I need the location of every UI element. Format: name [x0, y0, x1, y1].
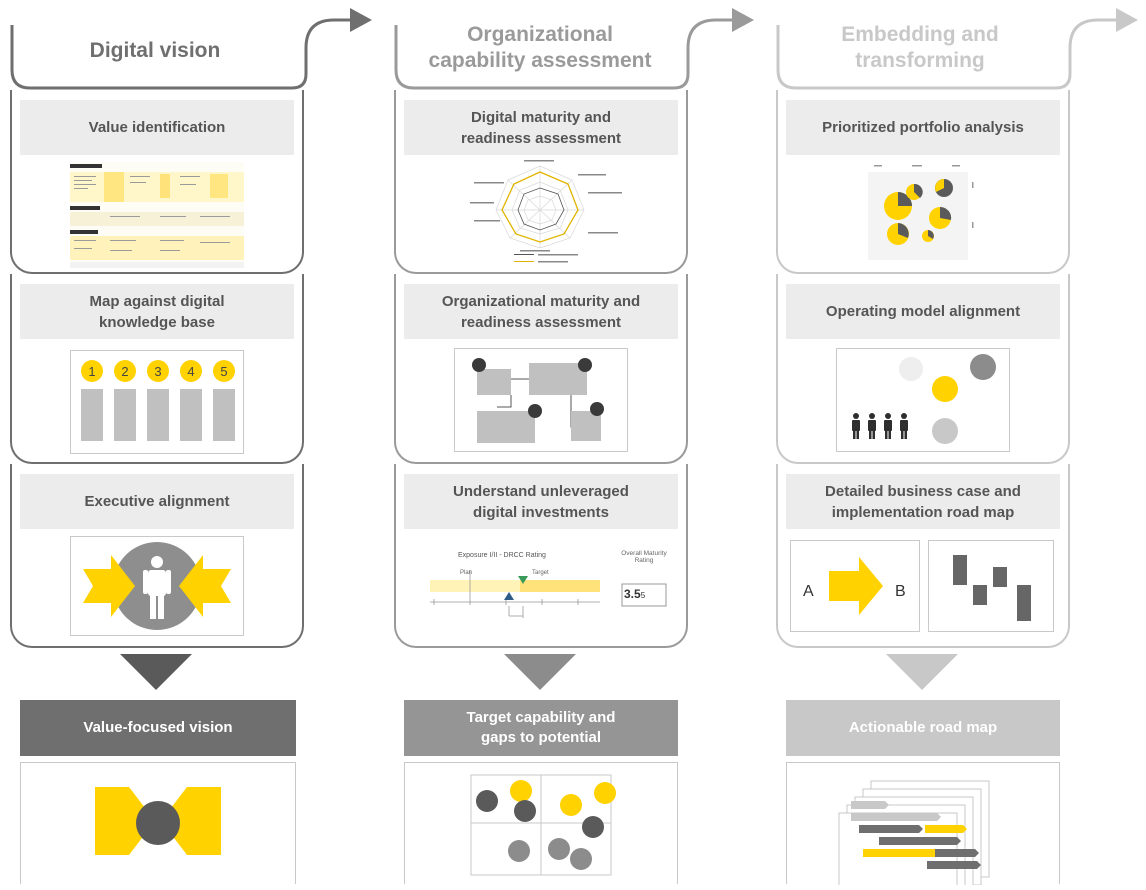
step-label-portfolio-analysis: Prioritized portfolio analysis — [786, 100, 1060, 155]
flow-arrows — [10, 8, 1138, 90]
flow-arrow-2-icon — [732, 8, 754, 32]
column-title-line-1: Organizational — [467, 23, 613, 46]
overall-maturity-title: Overall Maturity Rating — [614, 550, 674, 564]
knowledge-pillars: 1 2 3 4 5 — [81, 360, 235, 441]
radar-chart — [470, 160, 622, 263]
spreadsheet-thumbnail — [70, 162, 244, 268]
a-to-b-panel: A B — [790, 540, 920, 632]
value-identification-thumbnail — [70, 162, 244, 268]
step-label-organizational-maturity: Organizational maturity and readiness as… — [404, 284, 678, 339]
column-title-line-1: Embedding and — [841, 23, 999, 46]
output-line-1: Target capability and — [466, 709, 616, 726]
operating-model-graphic — [852, 354, 996, 444]
step-label-digital-maturity: Digital maturity and readiness assessmen… — [404, 100, 678, 155]
column-title-line-2: capability assessment — [428, 49, 652, 72]
title-bracket-3 — [776, 18, 1118, 90]
roadmap-to-label: B — [895, 583, 906, 600]
operating-model-panel — [836, 348, 1010, 452]
step-label-line-1: Understand unleveraged — [453, 482, 629, 500]
org-structure-panel — [454, 348, 628, 452]
output-actionable-road-map: Actionable road map — [786, 700, 1060, 756]
number-4: 4 — [187, 364, 194, 379]
title-bracket-2 — [394, 18, 734, 90]
executive-person-graphic — [83, 542, 231, 630]
person-icon — [143, 556, 171, 619]
current-marker-icon — [504, 592, 514, 600]
roadmap-from-label: A — [803, 583, 814, 600]
step-label-line-2: readiness assessment — [460, 129, 622, 147]
step-label-line-2: implementation road map — [831, 503, 1015, 521]
step-label-executive-alignment: Executive alignment — [20, 474, 294, 529]
gantt-panel — [928, 540, 1054, 632]
column-title-line-2: transforming — [855, 49, 985, 72]
number-5: 5 — [220, 364, 227, 379]
executive-alignment-panel — [70, 536, 244, 636]
flow-arrow-3-icon — [1116, 8, 1138, 32]
step-label-line-1: Detailed business case and — [825, 482, 1021, 500]
bowtie-graphic — [95, 787, 221, 855]
step-label-line-1: Map against digital — [89, 292, 225, 310]
overall-suffix: 5 — [640, 591, 646, 600]
column-title-capability-assessment: Organizational capability assessment — [400, 22, 680, 74]
rating-marker-right: Target — [532, 570, 549, 576]
target-marker-icon — [518, 576, 528, 584]
rating-graphic — [430, 570, 667, 618]
people-icon — [852, 413, 908, 439]
down-arrow-2-icon — [504, 654, 576, 690]
down-arrow-1-icon — [120, 654, 192, 690]
quadrant-graphic — [470, 774, 616, 876]
output-target-capability: Target capability and gaps to potential — [404, 700, 678, 756]
column-title-embedding: Embedding and transforming — [780, 22, 1060, 74]
output-line-2: gaps to potential — [481, 729, 601, 746]
output-panel-capability — [404, 762, 678, 884]
step-label-value-identification: Value identification — [20, 100, 294, 155]
arrow-right-icon — [83, 555, 135, 617]
step-label-line-2: knowledge base — [99, 313, 215, 331]
output-panel-vision — [20, 762, 296, 884]
rating-panel: Exposure I/II - DRCC Rating Plan Target … — [410, 540, 680, 630]
rating-title: Exposure I/II - DRCC Rating — [458, 552, 546, 559]
overall-title-line-1: Overall Maturity — [621, 550, 667, 557]
portfolio-chart-thumbnail — [868, 162, 978, 262]
overall-maturity-value: 3.55 — [624, 587, 645, 601]
bubble-chart — [868, 165, 974, 260]
overall-value: 3.5 — [624, 587, 641, 601]
step-label-business-case: Detailed business case and implementatio… — [786, 474, 1060, 529]
radar-chart-thumbnail — [460, 158, 640, 268]
step-label-operating-model: Operating model alignment — [786, 284, 1060, 339]
down-arrow-3-icon — [886, 654, 958, 690]
column-title-digital-vision: Digital vision — [89, 39, 221, 62]
overall-title-line-2: Rating — [634, 557, 654, 564]
gantt-bars-graphic — [953, 555, 1031, 621]
number-2: 2 — [121, 364, 128, 379]
knowledge-base-panel: 1 2 3 4 5 — [70, 350, 244, 454]
step-label-line-1: Digital maturity and — [470, 108, 611, 126]
number-1: 1 — [88, 364, 95, 379]
step-label-line-1: Organizational maturity and — [441, 292, 641, 310]
a-to-b-arrow-icon — [829, 557, 883, 615]
output-value-focused-vision: Value-focused vision — [20, 700, 296, 756]
step-label-line-2: readiness assessment — [460, 313, 622, 331]
arrow-left-icon — [179, 555, 231, 617]
step-label-unleveraged-investments: Understand unleveraged digital investmen… — [404, 474, 678, 529]
pillar-group — [81, 360, 235, 441]
step-label-knowledge-base: Map against digital knowledge base — [20, 284, 294, 339]
roadmap-bars — [851, 801, 981, 869]
roadmap-stack-graphic — [838, 780, 990, 890]
number-3: 3 — [154, 364, 161, 379]
output-panel-roadmap — [786, 762, 1060, 890]
flow-arrow-1-icon — [350, 8, 372, 32]
step-label-line-2: digital investments — [473, 503, 609, 521]
rating-marker-left: Plan — [460, 570, 473, 576]
down-arrows — [120, 654, 958, 690]
title-bracket-1 — [10, 18, 352, 90]
org-structure-graphic — [472, 358, 604, 443]
